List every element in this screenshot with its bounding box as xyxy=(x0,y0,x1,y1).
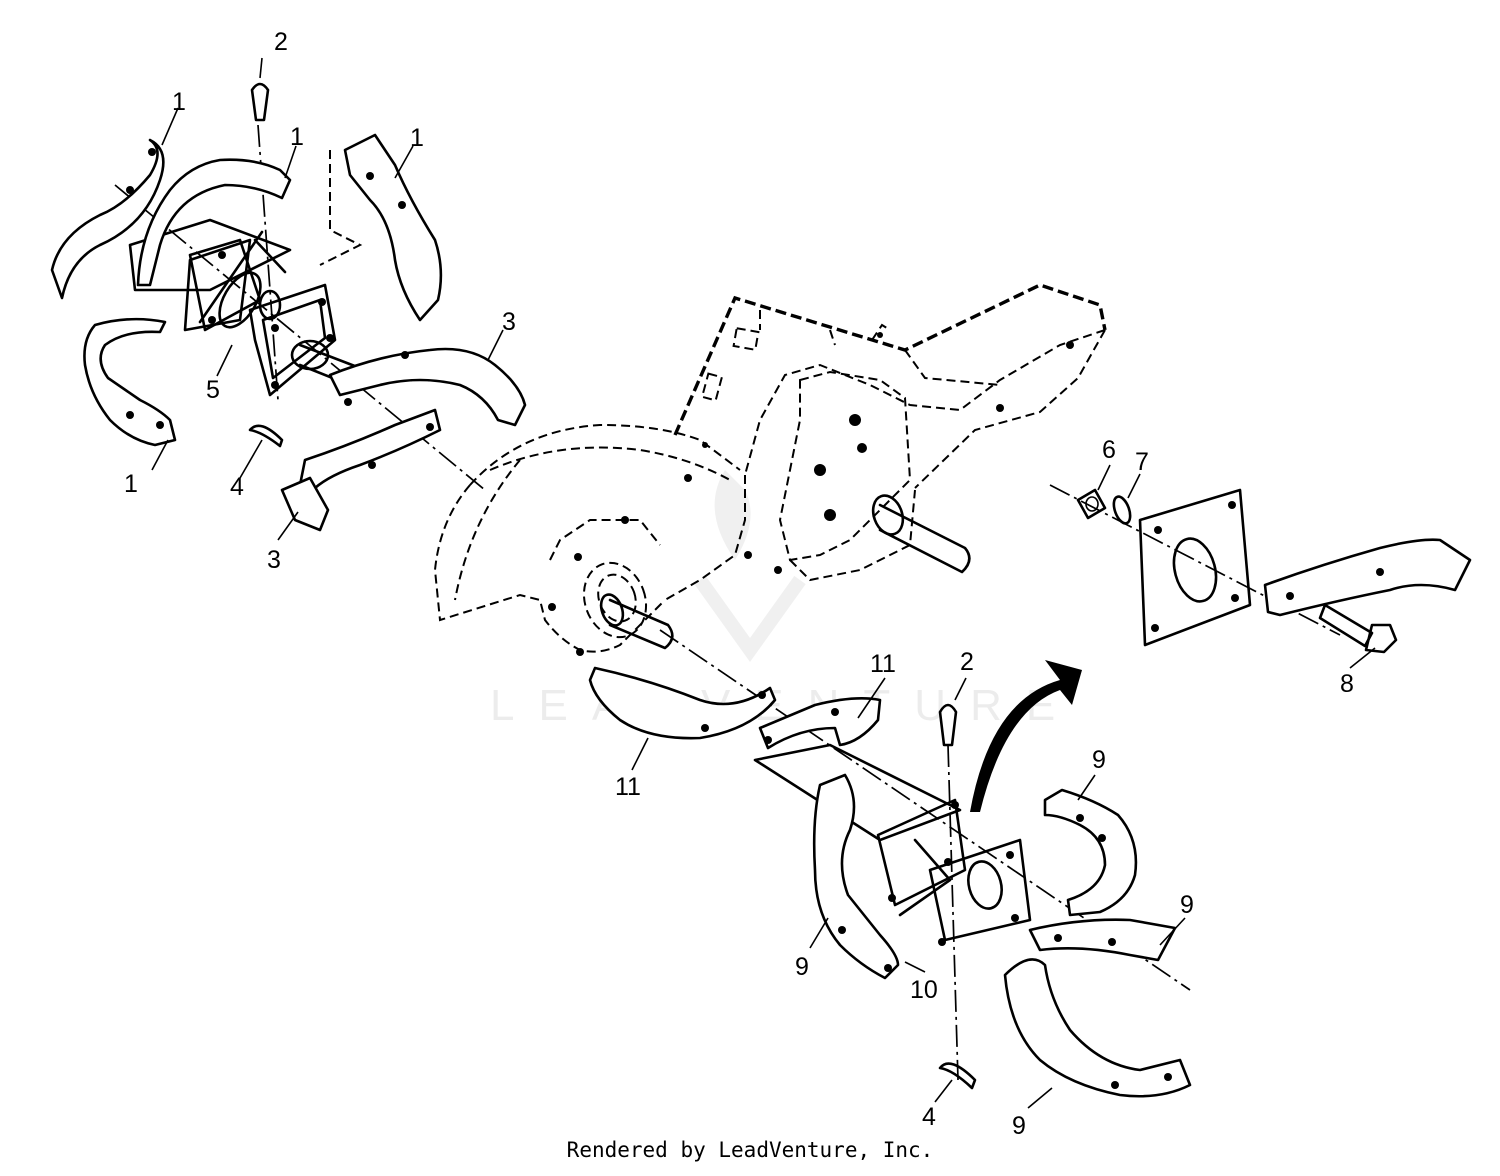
callout-4-bottom: 4 xyxy=(922,1103,936,1131)
leader-lines xyxy=(151,57,1376,1109)
callout-1-upper-left: 1 xyxy=(172,88,186,116)
callout-1-upper-right: 1 xyxy=(410,124,424,152)
right-mounting-hardware xyxy=(1049,484,1472,654)
callout-9-bottom: 9 xyxy=(1012,1112,1026,1140)
callout-10: 10 xyxy=(910,976,938,1004)
left-tine-assembly xyxy=(50,82,527,532)
callout-4-left: 4 xyxy=(230,473,244,501)
render-credit: Rendered by LeadVenture, Inc. xyxy=(566,1138,934,1162)
callout-2-bottom: 2 xyxy=(960,648,974,676)
rotation-arrow-icon xyxy=(970,660,1082,812)
transmission-housing xyxy=(664,283,1107,601)
right-tine-assembly xyxy=(588,629,1192,1098)
callout-6: 6 xyxy=(1102,436,1116,464)
callout-5: 5 xyxy=(206,376,220,404)
callout-1-lower: 1 xyxy=(124,470,138,498)
callout-11-left: 11 xyxy=(615,773,641,801)
callout-3-upper: 3 xyxy=(502,308,516,336)
callout-7: 7 xyxy=(1135,448,1149,476)
callout-9-right: 9 xyxy=(1180,891,1194,919)
callout-8: 8 xyxy=(1340,670,1354,698)
tine-shield xyxy=(433,423,782,656)
watermark: LEADVENTURE xyxy=(490,470,1055,730)
callout-2-top: 2 xyxy=(274,28,288,56)
callout-1-upper-mid: 1 xyxy=(290,123,304,151)
callout-3-lower: 3 xyxy=(267,546,281,574)
callout-numbers: 2 1 1 1 1 5 4 3 3 6 7 8 2 11 11 9 9 9 10… xyxy=(124,28,1354,1140)
callout-9-upper: 9 xyxy=(1092,746,1106,774)
callout-11-right: 11 xyxy=(870,650,896,678)
callout-9-left: 9 xyxy=(795,953,809,981)
